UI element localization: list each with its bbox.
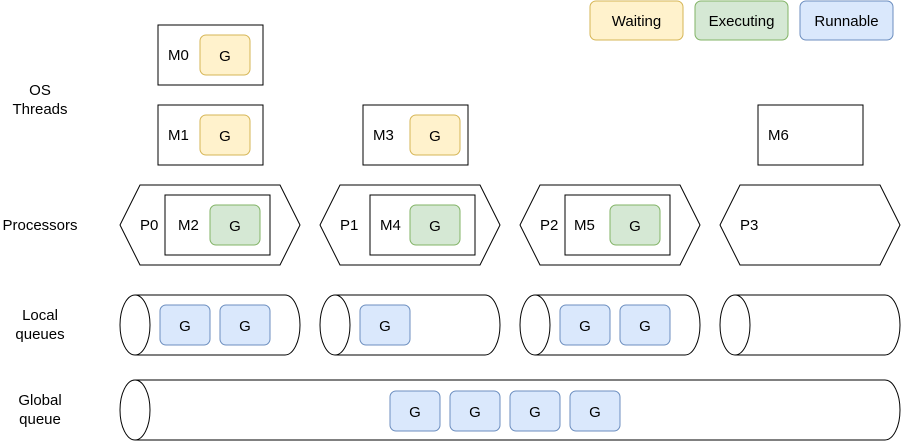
legend-runnable: Runnable: [799, 0, 894, 41]
row-label-global-queue-line1: Global: [18, 392, 61, 409]
goroutine-label: G: [179, 318, 191, 335]
legend-waiting-label: Waiting: [612, 13, 661, 30]
goroutine-executing: G: [609, 204, 661, 246]
processor-p3: P3: [719, 184, 901, 266]
goroutine-label: G: [219, 128, 231, 145]
goroutine-waiting: G: [199, 34, 251, 76]
goroutine-label: G: [229, 218, 241, 235]
goroutine-runnable: G: [389, 390, 441, 432]
processor-p2-thread-label: M5: [574, 217, 595, 234]
row-label-os-threads-line2: Threads: [12, 101, 67, 118]
goroutine-label: G: [469, 404, 481, 421]
goroutine-runnable: G: [449, 390, 501, 432]
goroutine-runnable: G: [359, 304, 411, 346]
goroutine-waiting: G: [199, 114, 251, 156]
row-label-processors: Processors: [2, 217, 77, 234]
thread-m1-label: M1: [168, 127, 189, 144]
thread-m3-label: M3: [373, 127, 394, 144]
row-label-local-queues-line1: Local: [22, 307, 58, 324]
goroutine-label: G: [529, 404, 541, 421]
goroutine-label: G: [629, 218, 641, 235]
row-label-os-threads-line1: OS: [29, 82, 51, 99]
goroutine-runnable: G: [509, 390, 561, 432]
goroutine-executing: G: [409, 204, 461, 246]
goroutine-runnable: G: [159, 304, 211, 346]
processor-p0-thread-label: M2: [178, 217, 199, 234]
local-queue-p3: [719, 294, 901, 356]
goroutine-waiting: G: [409, 114, 461, 156]
processor-p0-label: P0: [140, 217, 158, 234]
legend-executing: Executing: [694, 0, 789, 41]
thread-m3: M3 G: [362, 104, 469, 166]
legend-waiting: Waiting: [589, 0, 684, 41]
goroutine-runnable: G: [569, 390, 621, 432]
goroutine-runnable: G: [619, 304, 671, 346]
local-queue-p1: G: [319, 294, 501, 356]
row-label-local-queues-line2: queues: [15, 326, 64, 343]
goroutine-label: G: [589, 404, 601, 421]
legend-executing-label: Executing: [709, 13, 775, 30]
thread-m6-label: M6: [768, 127, 789, 144]
processor-p1-thread-label: M4: [380, 217, 401, 234]
goroutine-label: G: [239, 318, 251, 335]
goroutine-label: G: [639, 318, 651, 335]
thread-m1: M1 G: [157, 104, 264, 166]
processor-p2: P2 M5 G: [519, 184, 701, 266]
goroutine-label: G: [429, 218, 441, 235]
goroutine-runnable: G: [559, 304, 611, 346]
row-label-global-queue-line2: queue: [19, 411, 61, 428]
goroutine-label: G: [429, 128, 441, 145]
local-queue-p2: G G: [519, 294, 701, 356]
row-labels: OS Threads Processors Local queues Globa…: [2, 82, 77, 428]
goroutine-label: G: [219, 48, 231, 65]
local-queue-p0: G G: [119, 294, 301, 356]
goroutine-label: G: [409, 404, 421, 421]
goroutine-label: G: [379, 318, 391, 335]
goroutine-runnable: G: [219, 304, 271, 346]
legend: Waiting Executing Runnable: [589, 0, 894, 41]
legend-runnable-label: Runnable: [814, 13, 878, 30]
processor-p3-label: P3: [740, 217, 758, 234]
goroutine-label: G: [579, 318, 591, 335]
processor-p1: P1 M4 G: [319, 184, 501, 266]
thread-m0-label: M0: [168, 47, 189, 64]
thread-m6: M6: [757, 104, 864, 166]
global-queue: G G G G: [119, 379, 901, 441]
thread-m0: M0 G: [157, 24, 264, 86]
processor-p1-label: P1: [340, 217, 358, 234]
processor-p0: P0 M2 G: [119, 184, 301, 266]
goroutine-executing: G: [209, 204, 261, 246]
processor-p2-label: P2: [540, 217, 558, 234]
